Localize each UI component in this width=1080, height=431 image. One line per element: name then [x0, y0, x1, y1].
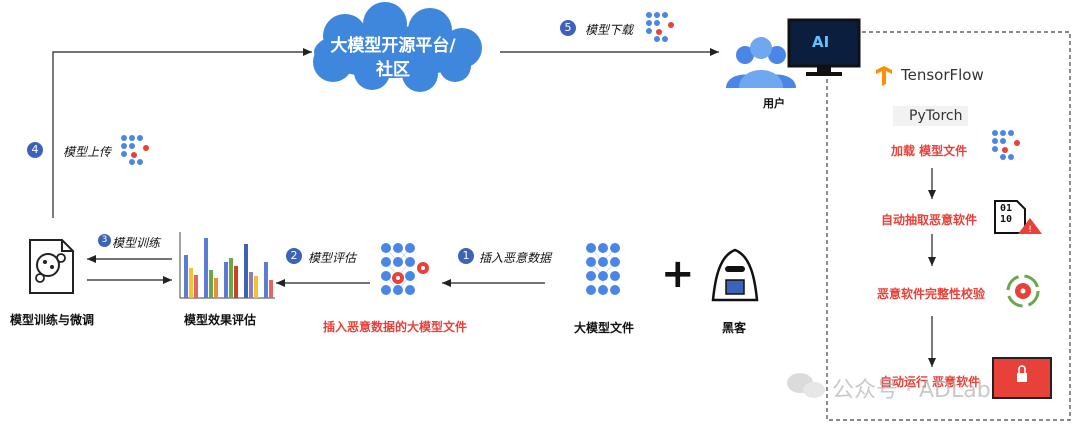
- poisoned-model-label: 插入恶意数据的大模型文件: [323, 320, 468, 334]
- step-3-badge: 3: [98, 234, 111, 247]
- step-4-label: 模型上传: [63, 145, 112, 159]
- train-node-label: 模型训练与微调: [10, 313, 95, 327]
- integrity-check-icon: [1006, 274, 1040, 308]
- eval-chart-icon: [179, 232, 275, 299]
- step-2-badge: 2: [286, 248, 302, 264]
- flow-step-load: 加载 模型文件: [891, 144, 968, 158]
- binary-file-warning-icon: !: [994, 200, 1042, 235]
- pytorch-label: PyTorch: [893, 106, 969, 126]
- binary-bits-row2: 10: [1000, 214, 1013, 225]
- user-label: 用户: [763, 97, 785, 110]
- step-1-label: 插入恶意数据: [479, 251, 552, 265]
- cloud-label-line1: 大模型开源平台/: [330, 36, 456, 56]
- user-process-box: [826, 31, 1071, 421]
- flow-step-extract: 自动抽取恶意软件: [881, 213, 978, 227]
- training-icon: [29, 239, 74, 294]
- hacker-icon: [711, 248, 759, 302]
- tensorflow-label: TensorFlow: [901, 66, 984, 84]
- upload-arrow: [52, 48, 312, 218]
- cloud-shape: [313, 2, 482, 92]
- step-5-badge: 5: [560, 20, 576, 36]
- hacker-label: 黑客: [722, 321, 747, 335]
- step-1-badge: 1: [458, 248, 474, 264]
- poisoned-model-icon: [381, 243, 429, 295]
- step-5-label: 模型下载: [585, 23, 634, 37]
- flow-step-verify: 恶意软件完整性校验: [877, 287, 986, 301]
- cloud-label-line2: 社区: [376, 60, 410, 80]
- watermark-text: 公众号 · ADLab: [832, 378, 991, 403]
- binary-bits-row1: 01: [1000, 203, 1013, 214]
- model-file-icon: [586, 243, 620, 295]
- flow-step-run: 自动运行 恶意软件: [880, 375, 981, 389]
- small-model-icon-download: [646, 12, 674, 42]
- eval-node-label: 模型效果评估: [184, 313, 257, 327]
- wechat-watermark-icon: [787, 373, 825, 398]
- locked-monitor-icon: [992, 357, 1052, 399]
- small-model-icon-upload: [121, 135, 149, 165]
- small-model-icon-load: [992, 130, 1020, 160]
- ai-monitor-icon: [787, 18, 861, 76]
- ai-screen-text: AI: [812, 33, 830, 51]
- step-3-label: 模型训练: [112, 236, 161, 250]
- model-file-label: 大模型文件: [574, 321, 635, 335]
- plus-sign: +: [661, 251, 695, 297]
- step-2-label: 模型评估: [308, 251, 357, 265]
- users-icon: [726, 37, 796, 88]
- cloud-platform-label: 大模型开源平台/ 社区: [318, 34, 468, 82]
- tensorflow-logo-icon: [876, 66, 892, 86]
- step-4-badge: 4: [27, 142, 43, 158]
- svg-text:!: !: [1028, 225, 1032, 235]
